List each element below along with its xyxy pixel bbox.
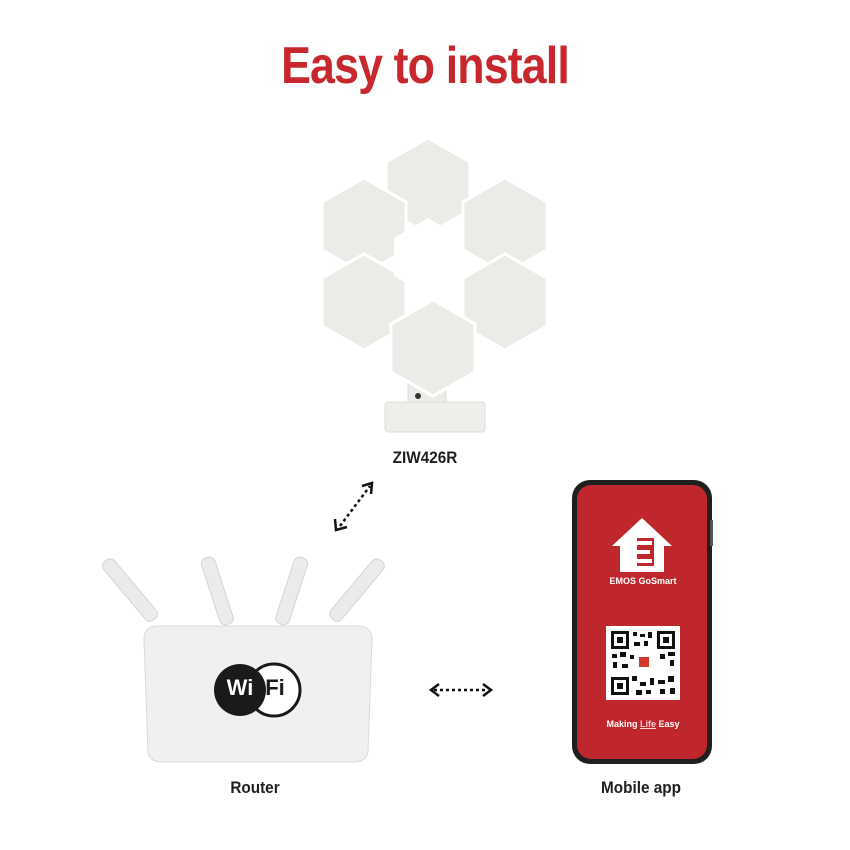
lamp-label: ZIW426R [392, 448, 458, 467]
qr-code-icon [606, 626, 680, 700]
page-title: Easy to install [281, 37, 570, 95]
slogan-highlight: Life [639, 719, 656, 729]
emos-house-logo-icon [612, 518, 672, 572]
slogan-after: Easy [656, 719, 680, 729]
mobile-app-label: Mobile app [601, 778, 681, 797]
app-slogan: Making Life Easy [580, 719, 706, 729]
hexagon-lamp [320, 136, 549, 433]
router [102, 556, 385, 763]
connection-arrow-router-phone [428, 683, 494, 697]
smartphone [572, 480, 713, 764]
wifi-logo-fi-text: Fi [265, 675, 285, 700]
slogan-before: Making [606, 719, 640, 729]
wifi-logo-icon [214, 662, 302, 718]
hex-panel-bottom [389, 298, 477, 398]
app-brand-name: EMOS GoSmart [609, 576, 677, 586]
wifi-logo-wi-text: Wi [226, 675, 254, 700]
hex-panel-lower-right [461, 252, 549, 352]
connection-arrow-lamp-router [333, 481, 374, 532]
router-label: Router [230, 778, 280, 797]
